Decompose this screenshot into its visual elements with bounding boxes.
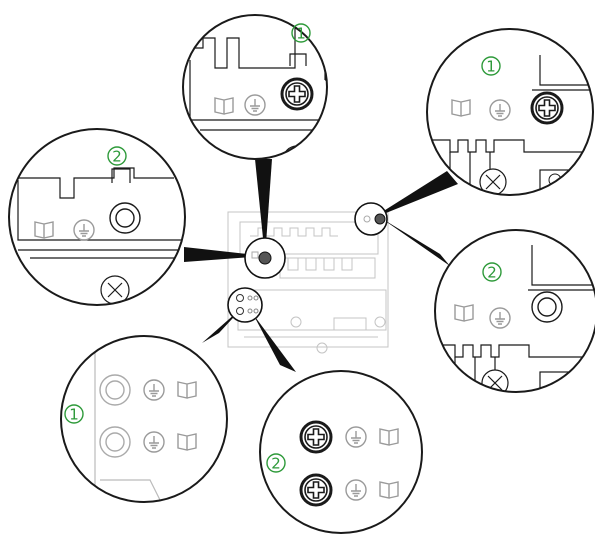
callout-pointers [184, 159, 458, 372]
callout-bottom-left: 1 [60, 335, 228, 503]
callout-number: 1 [69, 406, 79, 424]
callout-number: 2 [487, 264, 497, 282]
phillips-screw-icon [299, 473, 333, 507]
callout-number: 1 [296, 25, 306, 43]
phillips-screw-icon [530, 91, 564, 125]
callout-number: 1 [486, 58, 496, 76]
callout-number: 2 [112, 148, 122, 166]
terminal-washer-icon [531, 291, 563, 323]
center-markers [227, 202, 388, 323]
callout-top: 1 [182, 14, 328, 160]
callout-left: 2 [8, 128, 186, 306]
callout-number: 2 [271, 455, 281, 473]
callout-right: 2 [434, 229, 595, 393]
phillips-screw-icon [280, 77, 314, 111]
callout-top-right: 1 [426, 28, 594, 196]
phillips-screw-icon [299, 420, 333, 454]
callout-bottom: 2 [259, 370, 423, 534]
terminal-washer-icon [109, 202, 141, 234]
